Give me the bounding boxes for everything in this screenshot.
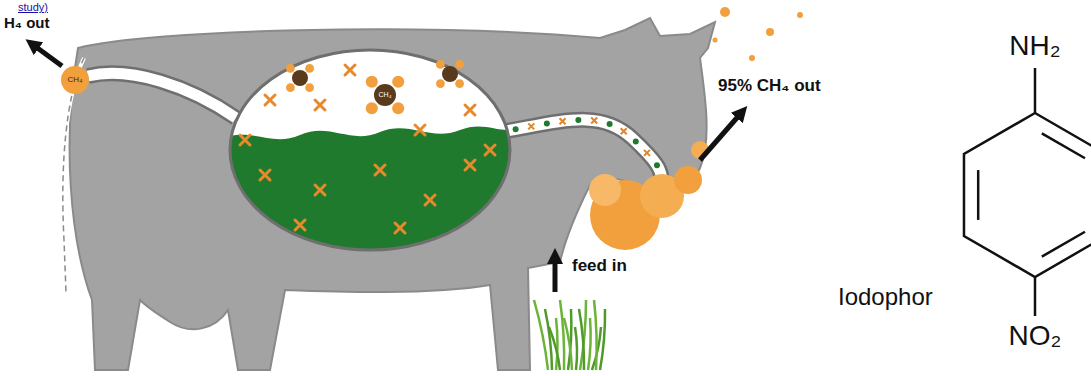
microbe-mark xyxy=(315,185,325,195)
drawing-part xyxy=(442,66,458,82)
double-bond xyxy=(1042,232,1085,257)
feed-particle xyxy=(544,121,550,127)
link-text: study) xyxy=(18,1,48,14)
grass-blade xyxy=(594,300,597,370)
feed-particle xyxy=(633,139,639,145)
gut-tube xyxy=(88,73,236,118)
microbe-mark xyxy=(644,150,650,156)
flow-label: H₄ out xyxy=(4,14,49,31)
grass-blade xyxy=(549,327,560,370)
cow-body xyxy=(70,18,715,370)
drawing-part xyxy=(500,120,662,180)
breath-bubbles xyxy=(589,7,803,250)
feed-particle xyxy=(575,117,581,123)
methane-molecule xyxy=(286,64,314,92)
compound-name: Iodophor xyxy=(838,283,933,311)
microbe-mark xyxy=(465,160,475,170)
rumen-wall xyxy=(230,50,510,250)
drawing-part xyxy=(766,28,774,36)
grass-blade xyxy=(580,300,586,370)
feed-particle xyxy=(513,126,519,132)
microbe-mark xyxy=(375,165,385,175)
rumen xyxy=(220,50,520,260)
drawing-part xyxy=(292,70,308,86)
drawing-part xyxy=(749,55,755,61)
methane-molecule xyxy=(436,60,464,88)
microbe-mark xyxy=(528,123,534,129)
drawing-part xyxy=(305,64,314,73)
microbe-mark xyxy=(240,135,250,145)
microbe-mark xyxy=(465,105,475,115)
drawing-part xyxy=(674,166,702,194)
grass-blade xyxy=(545,309,552,370)
benzene-ring xyxy=(964,113,1091,277)
double-bond xyxy=(977,170,980,220)
drawing-part xyxy=(455,60,464,69)
drawing-part xyxy=(455,79,464,88)
methane-molecule xyxy=(366,76,405,114)
chemical-group: NO₂ xyxy=(1009,320,1062,352)
drawing-part xyxy=(392,76,404,88)
bond xyxy=(1034,68,1037,113)
drawing-part xyxy=(305,83,314,92)
methane-bubble xyxy=(61,66,89,94)
microbe-mark xyxy=(265,95,275,105)
microbe-mark xyxy=(621,128,627,134)
drawing-part xyxy=(713,38,718,43)
grass-blade xyxy=(556,318,558,370)
microbe-mark xyxy=(560,118,566,124)
drawing-part xyxy=(392,102,404,114)
flow-label: feed in xyxy=(572,256,627,276)
drawing-part xyxy=(366,102,378,114)
drawing-part xyxy=(797,12,803,18)
grass-blade xyxy=(588,318,591,370)
grass-blade xyxy=(575,327,577,370)
drawing-part xyxy=(240,65,495,233)
microbe-mark xyxy=(345,65,355,75)
drawing-part xyxy=(286,64,295,73)
molecule-label: CH₄ xyxy=(379,91,392,99)
molecule-label: CH₄ xyxy=(68,75,83,84)
grass-blade xyxy=(564,318,572,370)
drawing-part xyxy=(720,7,730,17)
bond xyxy=(1034,277,1037,316)
gut-tube xyxy=(500,120,662,180)
ring-bond xyxy=(964,113,1091,277)
grass xyxy=(534,300,605,370)
microbe-mark xyxy=(485,145,495,155)
drawing-part xyxy=(436,79,445,88)
microbe-mark xyxy=(415,125,425,135)
out-arrow xyxy=(700,112,742,160)
gut-tube xyxy=(500,120,662,180)
drawing-part xyxy=(374,84,396,106)
microbe-mark xyxy=(260,170,270,180)
feed-particle xyxy=(607,121,613,127)
drawing-part xyxy=(436,60,445,69)
microbe-mark xyxy=(295,220,305,230)
drawing-part xyxy=(589,174,621,206)
out-arrow xyxy=(32,44,62,66)
drawing-part xyxy=(286,60,464,114)
feed-particle xyxy=(654,162,660,168)
drawing-part xyxy=(366,76,378,88)
microbe-mark xyxy=(591,118,597,124)
microbe-mark xyxy=(425,195,435,205)
in-arrow xyxy=(553,256,558,292)
grass-blade xyxy=(579,309,584,370)
double-bond xyxy=(1042,133,1085,158)
microbe-mark xyxy=(395,223,405,233)
microbe-mark xyxy=(315,100,325,110)
drawing-part xyxy=(286,83,295,92)
grass-blade xyxy=(600,309,605,370)
flow-label: 95% CH₄ out xyxy=(718,76,821,96)
gut-tube xyxy=(88,73,236,118)
chemical-group: NH₂ xyxy=(1009,30,1060,62)
rumen-contents xyxy=(220,126,520,260)
grass-blade xyxy=(560,300,564,370)
